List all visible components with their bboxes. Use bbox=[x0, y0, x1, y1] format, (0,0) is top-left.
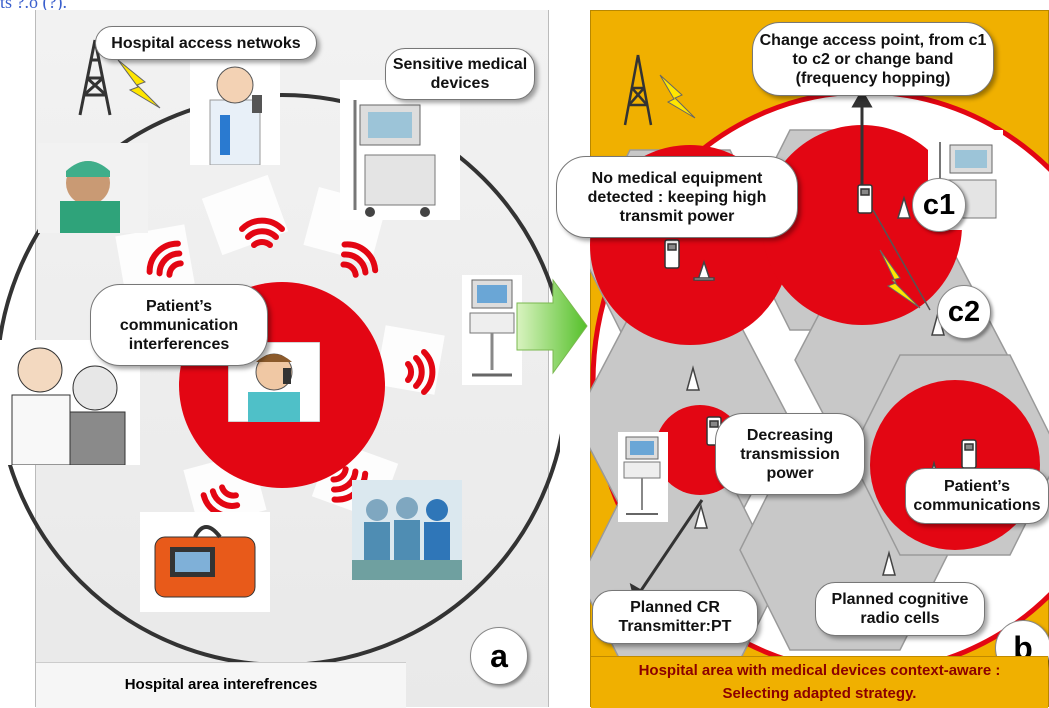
callout-planned-cells: Planned cognitive radio cells bbox=[815, 582, 985, 636]
antenna-tower-icon bbox=[623, 54, 653, 126]
ventilator-image bbox=[340, 80, 460, 220]
callout-hospital-access-networks: Hospital access netwoks bbox=[95, 26, 317, 60]
wifi-signal-icon bbox=[146, 240, 184, 278]
ecg-cart-small-image bbox=[618, 432, 668, 522]
access-point-icon bbox=[896, 195, 912, 219]
panel-b-footer-line2: Selecting adapted strategy. bbox=[722, 685, 917, 702]
red-cell-c1 bbox=[762, 125, 962, 325]
cell-label-c1: c1 bbox=[912, 178, 966, 232]
callout-planned-transmitter: Planned CR Transmitter:PT bbox=[592, 590, 758, 644]
callout-sensitive-devices: Sensitive medical devices bbox=[385, 48, 535, 100]
wifi-signal-icon bbox=[405, 349, 436, 395]
access-point-icon bbox=[694, 503, 708, 529]
callout-decreasing-power: Decreasing transmission power bbox=[715, 413, 865, 495]
defibrillator-image bbox=[140, 512, 270, 612]
callout-change-access: Change access point, from c1 to c2 or ch… bbox=[752, 22, 994, 96]
wifi-signal-icon bbox=[239, 217, 285, 248]
callout-no-equipment: No medical equipment detected : keeping … bbox=[556, 156, 798, 238]
caption-fragment: ts ?.o (?). bbox=[0, 0, 67, 12]
ecg-cart-image bbox=[462, 275, 522, 385]
red-cell-right bbox=[870, 380, 1040, 550]
wifi-signal-icon bbox=[340, 241, 379, 278]
panel-a-footer: Hospital area interefrences bbox=[36, 662, 406, 708]
panel-a-footer-text: Hospital area interefrences bbox=[124, 676, 318, 693]
panel-b-footer: Hospital area with medical devices conte… bbox=[591, 656, 1048, 708]
panel-b-footer-line1: Hospital area with medical devices conte… bbox=[638, 662, 1001, 679]
green-arrow-icon bbox=[516, 278, 588, 375]
callout-patient-communications: Patient’s communications bbox=[905, 468, 1049, 524]
ventilator-small-image bbox=[928, 130, 1003, 230]
lightning-icon bbox=[879, 249, 921, 309]
surgeons-image bbox=[352, 480, 462, 580]
link-line bbox=[872, 209, 931, 311]
doctor-phone-image bbox=[190, 55, 280, 166]
access-point-icon bbox=[882, 550, 896, 576]
callout-patient-interference: Patient’s communication interferences bbox=[90, 284, 268, 366]
cell-label-c2: c2 bbox=[937, 285, 991, 339]
access-point-icon bbox=[686, 365, 700, 391]
panel-label-a: a bbox=[470, 627, 528, 685]
arrow-pt-to-callout bbox=[638, 499, 704, 593]
nurse-image bbox=[38, 143, 148, 233]
lightning-icon bbox=[117, 59, 161, 109]
lightning-icon bbox=[659, 74, 696, 119]
